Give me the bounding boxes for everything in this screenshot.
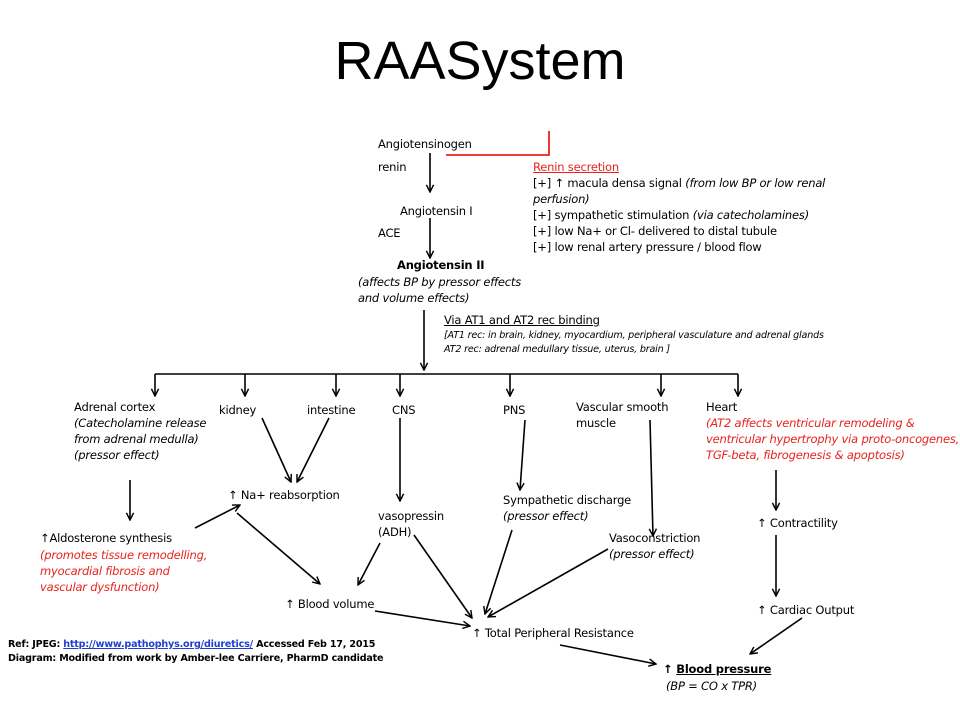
reference-accessed: Accessed Feb 17, 2015 [256, 639, 376, 650]
tpr-label: Total Peripheral Resistance [484, 626, 634, 640]
node-blood-pressure: ↑ Blood pressure [663, 661, 771, 677]
receptors-heading: Via AT1 and AT2 rec binding [444, 313, 600, 327]
up-arrow-icon: ↑ [554, 176, 564, 190]
adrenal-note-line2: from adrenal medulla) [74, 432, 199, 446]
arrow-symp-tpr [485, 529, 513, 614]
node-cardiac-output: ↑ Cardiac Output [757, 602, 854, 618]
arrow-aldosterone-na [194, 505, 240, 529]
renin-secretion-line3: [+] low Na+ or Cl- delivered to distal t… [533, 224, 777, 238]
arrow-vasoconstriction-tpr [488, 548, 609, 617]
node-cns: CNS [392, 403, 416, 417]
diagram-credit-line: Diagram: Modified from work by Amber-lee… [8, 652, 384, 665]
label-ace: ACE [378, 226, 401, 240]
adrenal-note-line1: (Catecholamine release [74, 416, 207, 430]
node-angiotensin1: Angiotensin I [400, 204, 473, 218]
slide-title: RAASystem [334, 31, 626, 91]
arrow-vsm-vasoconstriction [650, 419, 653, 536]
vasoconstriction-note: (pressor effect) [609, 547, 695, 561]
node-total-peripheral-resistance: ↑ Total Peripheral Resistance [472, 625, 634, 641]
up-arrow-icon: ↑ [472, 626, 482, 640]
arrow-na-bloodvolume [236, 512, 320, 584]
heart-note-line3: TGF-beta, fibrogenesis & apoptosis) [706, 448, 905, 462]
aldosterone-note-line1: (promotes tissue remodelling, [40, 548, 208, 562]
diagram-credit-text: Modified from work by Amber-lee Carriere… [59, 653, 384, 664]
blood-pressure-label: Blood pressure [676, 662, 772, 676]
aldosterone-note-line2: myocardial fibrosis and [40, 564, 170, 578]
node-angiotensinogen: Angiotensinogen [378, 137, 472, 151]
node-sympathetic-discharge: Sympathetic discharge [503, 493, 632, 507]
reference-label: Ref: JPEG: [8, 639, 61, 650]
renin-secretion-connector [446, 131, 550, 156]
blood-volume-label: Blood volume [297, 597, 375, 611]
arrow-tpr-bp [559, 644, 656, 664]
up-arrow-icon: ↑ [757, 603, 767, 617]
renin-secretion-line1: [+] ↑ macula densa signal (from low BP o… [533, 175, 825, 191]
reference-link[interactable]: http://www.pathophys.org/diuretics/ [63, 639, 253, 650]
node-angiotensin2: Angiotensin II [397, 258, 485, 272]
node-heart: Heart [706, 400, 738, 414]
arrow-intestine-na [297, 417, 330, 482]
arrow-pns-symp [520, 419, 526, 490]
sympathetic-note: (pressor effect) [503, 509, 589, 523]
node-vasopressin-line2: (ADH) [378, 525, 412, 539]
heart-note-line1: (AT2 affects ventricular remodeling & [706, 416, 915, 430]
node-vasoconstriction: Vasoconstriction [609, 531, 701, 545]
label-renin: renin [378, 160, 407, 174]
contractility-label: Contractility [769, 516, 838, 530]
cardiac-output-label: Cardiac Output [769, 603, 855, 617]
renin-line1-text: macula densa signal [567, 176, 682, 190]
renin-secretion-line2: [+] sympathetic stimulation (via catecho… [533, 207, 809, 223]
arrow-vasopressin-tpr [413, 534, 472, 618]
node-kidney: kidney [219, 403, 257, 417]
renin-line2-text: [+] sympathetic stimulation [533, 208, 690, 222]
renin-secretion-line1-note2: perfusion) [533, 192, 590, 206]
receptors-line1: [AT1 rec: in brain, kidney, myocardium, … [444, 330, 824, 341]
renin-line1-prefix: [+] [533, 176, 552, 190]
up-arrow-icon: ↑ [757, 516, 767, 530]
up-arrow-icon: ↑ [285, 597, 295, 611]
arrow-kidney-na [261, 417, 291, 482]
bp-formula: (BP = CO x TPR) [666, 679, 757, 693]
node-aldosterone-synthesis: ↑Aldosterone synthesis [40, 530, 172, 546]
angiotensin2-note-line1: (affects BP by pressor effects [358, 275, 522, 289]
adrenal-note-line3: (pressor effect) [74, 448, 160, 462]
node-na-reabsorption: ↑ Na+ reabsorption [228, 487, 340, 503]
node-intestine: intestine [307, 403, 356, 417]
renin-secretion-line4: [+] low renal artery pressure / blood fl… [533, 240, 762, 254]
na-reabsorption-label: Na+ reabsorption [240, 488, 340, 502]
aldosterone-label: Aldosterone synthesis [49, 531, 172, 545]
renin-line2-note: (via catecholamines) [692, 208, 809, 222]
up-arrow-icon: ↑ [663, 662, 673, 676]
renin-secretion-heading: Renin secretion [533, 160, 619, 174]
receptors-line2: AT2 rec: adrenal medullary tissue, uteru… [444, 344, 670, 355]
node-pns: PNS [503, 403, 526, 417]
arrow-co-bp [750, 617, 803, 654]
up-arrow-icon: ↑ [40, 531, 50, 545]
heart-note-line2: ventricular hypertrophy via proto-oncoge… [706, 432, 960, 446]
node-adrenal-cortex: Adrenal cortex [74, 400, 156, 414]
aldosterone-note-line3: vascular dysfunction) [40, 580, 160, 594]
reference-line: Ref: JPEG: http://www.pathophys.org/diur… [8, 638, 375, 651]
node-vascular-smooth-muscle-line1: Vascular smooth [576, 400, 669, 414]
arrow-vasopressin-bloodvolume [358, 542, 381, 585]
node-contractility: ↑ Contractility [757, 515, 838, 531]
up-arrow-icon: ↑ [228, 488, 238, 502]
angiotensin2-note-line2: and volume effects) [358, 291, 470, 305]
node-vasopressin-line1: vasopressin [378, 509, 444, 523]
node-blood-volume: ↑ Blood volume [285, 596, 374, 612]
node-vascular-smooth-muscle-line2: muscle [576, 416, 616, 430]
diagram-credit-label: Diagram: [8, 653, 57, 664]
renin-line1-note: (from low BP or low renal [685, 176, 826, 190]
arrow-bloodvolume-tpr [374, 610, 470, 626]
